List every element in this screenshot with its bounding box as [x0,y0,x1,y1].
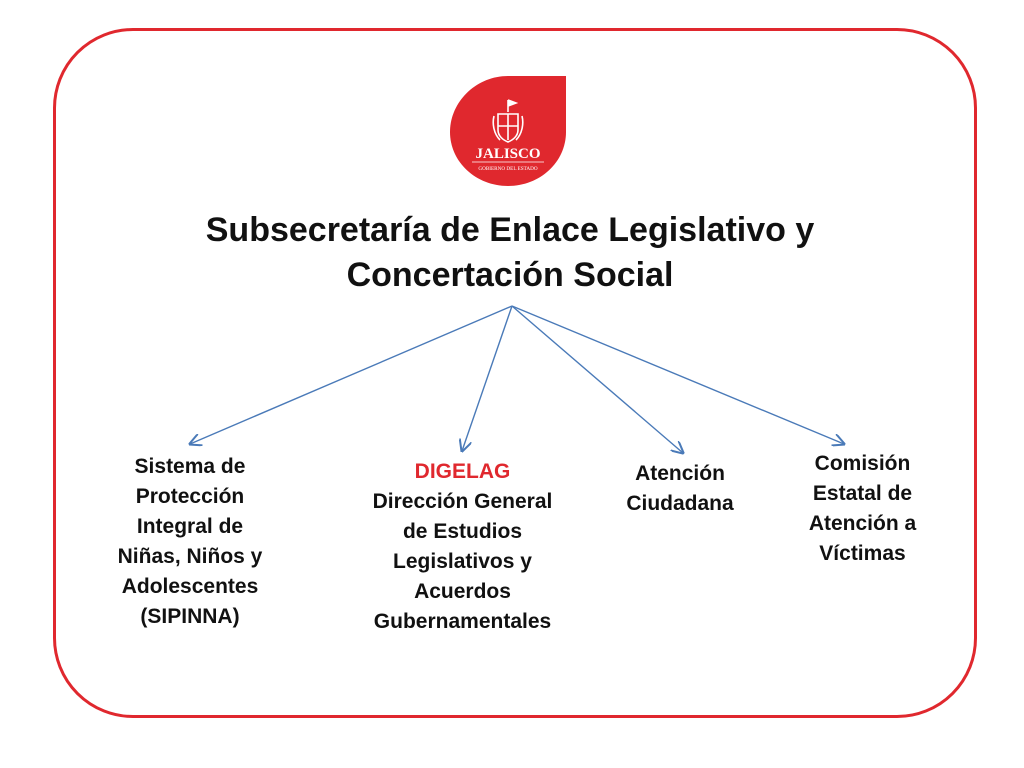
sipinna-line: Sistema de [134,455,246,478]
comision-line: Estatal de [812,482,913,505]
sipinna-line: Adolescentes [121,575,259,598]
jalisco-logo: JALISCO GOBIERNO DEL ESTADO [450,76,566,186]
comision-line: Víctimas [819,542,906,565]
node-sipinna: Sistema de Protección Integral de Niñas,… [90,452,290,632]
slide-frame [53,28,977,718]
logo-subtitle: GOBIERNO DEL ESTADO [478,166,538,172]
comision-line: Atención a [808,512,917,535]
comision-line: Comisión [814,452,911,475]
digelag-acronym: DIGELAG [414,460,511,483]
node-comision-victimas: Comisión Estatal de Atención a Víctimas [780,449,945,569]
atencion-line: Ciudadana [626,492,734,515]
sipinna-line: Protección [135,485,245,508]
digelag-line: Acuerdos [414,580,511,603]
digelag-line: de Estudios [402,520,523,543]
sipinna-line: (SIPINNA) [140,605,240,628]
title-line-2: Concertación Social [346,256,674,294]
logo-name: JALISCO [475,146,540,162]
digelag-line: Gubernamentales [373,610,552,633]
digelag-line: Legislativos y [393,550,532,573]
node-atencion-ciudadana: Atención Ciudadana [605,459,755,519]
sipinna-line: Niñas, Niños y [117,545,263,568]
diagram-title: Subsecretaría de Enlace Legislativo y Co… [110,208,910,298]
sipinna-line: Integral de [136,515,244,538]
digelag-line: Dirección General [372,490,553,513]
node-digelag: DIGELAG Dirección General de Estudios Le… [340,457,585,637]
atencion-line: Atención [635,462,725,485]
coat-of-arms-icon [492,99,524,143]
title-line-1: Subsecretaría de Enlace Legislativo y [205,211,815,249]
